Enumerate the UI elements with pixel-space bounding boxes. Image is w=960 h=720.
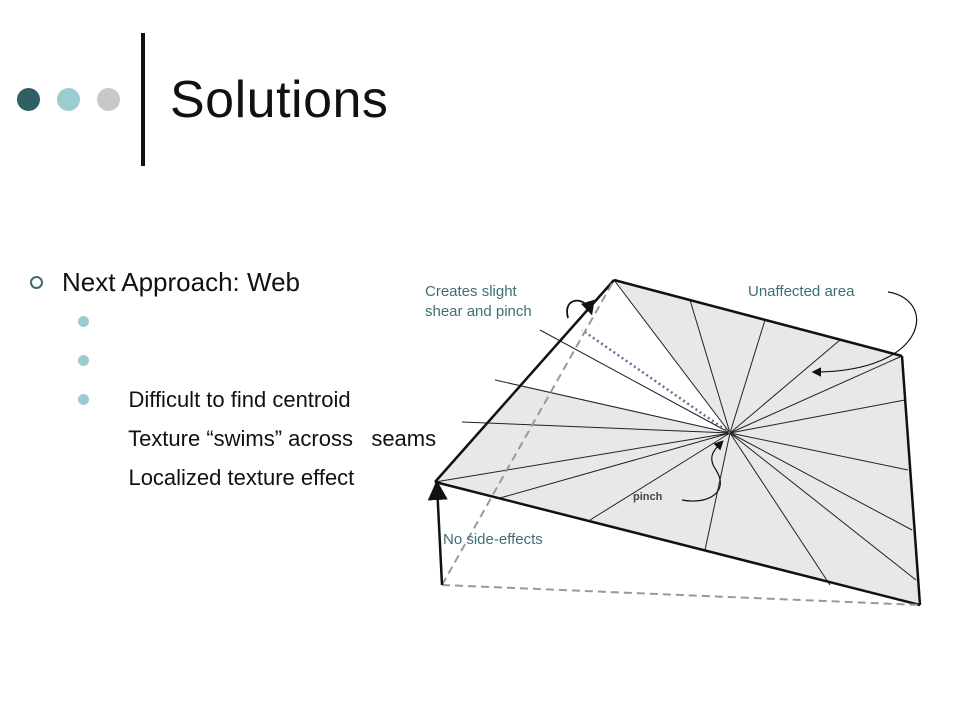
- bullet-list: Next Approach: Web Difficult to find cen…: [30, 262, 436, 490]
- dot-bullet-icon: [78, 394, 89, 405]
- bullet-main: Next Approach: Web: [30, 262, 436, 302]
- sub-bullet-text: Texture “swims” across seams: [128, 426, 437, 451]
- web-quad: [435, 280, 920, 605]
- dot-bullet-icon: [78, 355, 89, 366]
- shear-label: Creates slight shear and pinch: [425, 282, 532, 322]
- pinch-callout-arrow: [681, 440, 724, 502]
- slide-title: Solutions: [170, 71, 389, 129]
- sub-bullet: Localized texture effect: [30, 380, 436, 490]
- decor-dot-gray: [97, 88, 120, 111]
- dot-bullet-icon: [78, 316, 89, 327]
- title-divider: [141, 33, 145, 166]
- pinch-label: pinch: [633, 491, 663, 503]
- unaffected-callout-arrow: [811, 291, 918, 377]
- shear-callout-arrow: [566, 299, 595, 319]
- sub-bullet: Difficult to find centroid: [30, 302, 436, 412]
- ring-bullet-icon: [30, 276, 43, 289]
- shear-label-line2: shear and pinch: [425, 303, 532, 320]
- web-spokes: [434, 279, 917, 586]
- sub-bullet: Texture “swims” across seams: [30, 341, 436, 451]
- bullet-main-text: Next Approach: Web: [62, 267, 300, 297]
- unaffected-label: Unaffected area: [748, 283, 855, 300]
- shear-label-line1: Creates slight: [425, 283, 517, 300]
- shear-line: [581, 328, 731, 435]
- no-side-effects-label: No side-effects: [443, 531, 543, 548]
- original-outline: [441, 279, 921, 606]
- decor-dot-dark: [17, 88, 40, 111]
- shear-region: [495, 280, 730, 433]
- side-effect-arrow: [427, 480, 448, 586]
- decor-dot-light: [57, 88, 80, 111]
- sub-bullet-text: Localized texture effect: [128, 465, 355, 490]
- sub-bullet-text: Difficult to find centroid: [128, 387, 351, 412]
